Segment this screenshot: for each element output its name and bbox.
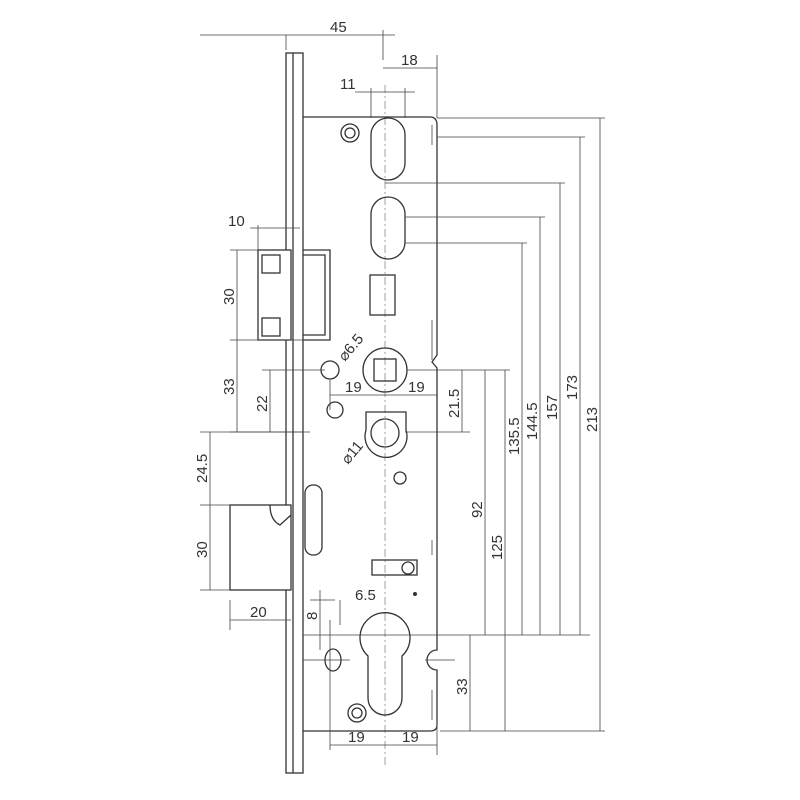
dim-45: 45 xyxy=(330,19,347,36)
small-hole-2 xyxy=(393,471,407,485)
dim-19-spindle-right: 19 xyxy=(408,379,425,396)
trigger-part xyxy=(371,559,418,576)
dim-135-5: 135.5 xyxy=(506,417,523,455)
dim-19-bottom-left: 19 xyxy=(348,729,365,746)
screw-bottom xyxy=(347,703,367,723)
dim-8: 8 xyxy=(304,612,321,620)
square-block xyxy=(369,274,396,316)
dim-21-5: 21.5 xyxy=(446,389,463,418)
dim-30-latch: 30 xyxy=(221,288,238,305)
dim-30-bolt: 30 xyxy=(194,541,211,558)
lock-case xyxy=(303,116,438,732)
dim-24-5: 24.5 xyxy=(194,454,211,483)
dim-22: 22 xyxy=(254,395,271,412)
dim-20: 20 xyxy=(250,604,267,621)
dim-33: 33 xyxy=(221,378,238,395)
dim-18: 18 xyxy=(401,52,418,69)
top-slot xyxy=(370,117,406,181)
dim-173: 173 xyxy=(564,375,581,400)
dim-6-5: 6.5 xyxy=(355,587,376,604)
dim-19-bottom-right: 19 xyxy=(402,729,419,746)
deadbolt xyxy=(229,504,292,591)
dim-11: 11 xyxy=(340,76,356,93)
screw-top xyxy=(340,123,360,143)
dimension-lines xyxy=(200,30,605,755)
dim-157: 157 xyxy=(544,395,561,420)
latch xyxy=(257,249,331,341)
dim-19-spindle-left: 19 xyxy=(345,379,362,396)
dim-92: 92 xyxy=(469,501,486,518)
dim-pin-diameter: ⌀6.5 xyxy=(335,331,367,365)
dim-213: 213 xyxy=(584,407,601,432)
dot xyxy=(413,592,417,596)
small-hole xyxy=(326,401,344,419)
dim-125: 125 xyxy=(489,535,506,560)
euro-cylinder-profile xyxy=(359,612,411,716)
dim-10: 10 xyxy=(228,213,245,230)
dim-33-bottom: 33 xyxy=(454,678,471,695)
bolt-slot xyxy=(304,484,323,556)
dim-cylinder-diameter: ⌀11 xyxy=(338,438,367,468)
faceplate xyxy=(285,52,304,774)
second-slot xyxy=(370,196,406,260)
dim-144-5: 144.5 xyxy=(524,402,541,440)
cylinder-hub xyxy=(364,411,408,458)
